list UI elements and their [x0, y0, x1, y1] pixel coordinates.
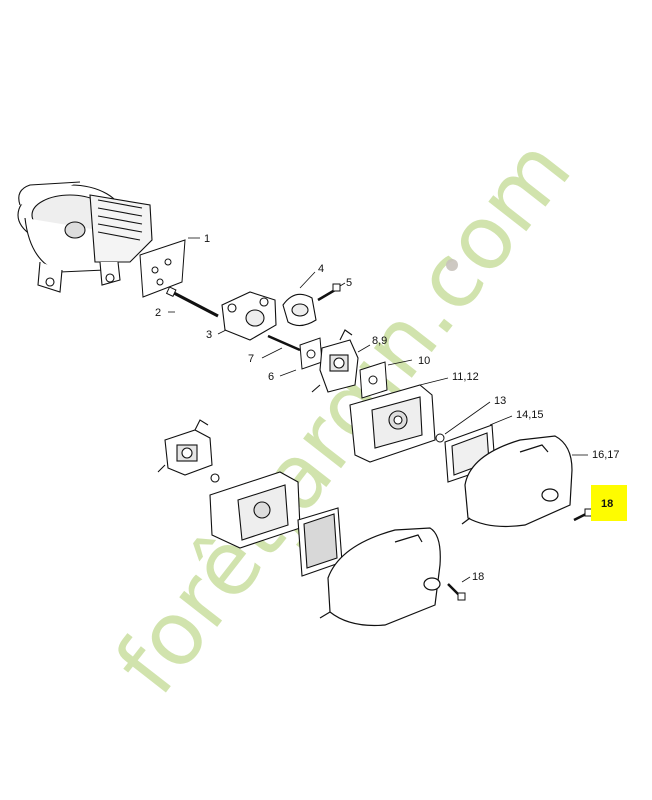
label-7: 7 — [248, 353, 254, 365]
label-3: 3 — [206, 329, 212, 341]
label-6: 6 — [268, 371, 274, 383]
engine-crankcase — [17, 181, 153, 293]
part-4-clamp — [282, 293, 317, 327]
part-11-12-filter-base — [349, 384, 436, 463]
lower-filter-base — [209, 471, 301, 549]
label-16-17: 16,17 — [592, 449, 620, 461]
part-13-nut — [435, 433, 445, 443]
part-6-gasket — [299, 337, 323, 370]
label-11-12: 11,12 — [452, 371, 479, 383]
part-18-screw-lower — [447, 583, 466, 601]
part-7-bolt — [267, 334, 301, 352]
label-10: 10 — [418, 355, 430, 367]
part-5-screw — [317, 283, 341, 302]
lower-filter-cover — [319, 527, 441, 627]
part-16-17-filter-cover — [461, 435, 573, 528]
label-2: 2 — [155, 307, 161, 319]
part-10-gasket — [359, 361, 388, 399]
label-5: 5 — [346, 277, 352, 289]
label-18-lower: 18 — [472, 571, 484, 583]
part-2-bolt — [165, 286, 219, 318]
part-1-gasket — [139, 239, 186, 298]
part-8-9-carburetor — [311, 329, 359, 393]
lower-carburetor — [157, 419, 220, 483]
label-8-9: 8,9 — [372, 335, 387, 347]
highlight-label-18: 18 — [591, 485, 627, 521]
part-3-intake-manifold — [221, 291, 277, 341]
label-4: 4 — [318, 263, 324, 275]
watermark-com — [446, 259, 458, 271]
part-18-screw-upper — [573, 508, 593, 522]
label-14-15: 14,15 — [516, 409, 544, 421]
label-13: 13 — [494, 395, 506, 407]
label-1: 1 — [204, 233, 210, 245]
